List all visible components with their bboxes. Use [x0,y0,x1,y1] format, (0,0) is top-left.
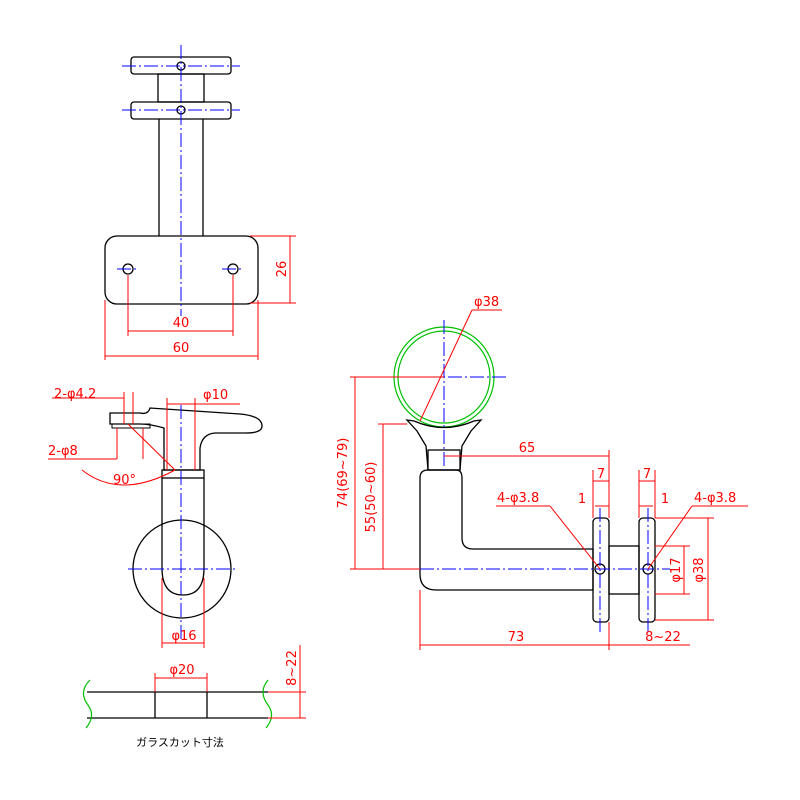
angle-arc [81,469,176,486]
dim-pin-dia: φ10 [203,388,228,403]
dim-base-width: 60 [173,341,190,356]
caption: ガラスカット寸法 [136,735,224,749]
dim-angle: 90° [113,473,136,488]
front-view: φ38 74(69~79) 55(50~60) 65 7 7 1 1 4-φ3.… [336,295,748,650]
dim-plate-thk-right: 7 [643,467,651,482]
dim-glass-thk: 8~22 [645,630,681,645]
boss [608,545,640,595]
post-collar [161,469,205,479]
dim-holes-right: 4-φ3.8 [694,491,736,506]
dim-small-holes: 2-φ4.2 [54,387,96,402]
dim-gap-right: 1 [661,492,669,507]
break-line-left [82,679,93,729]
front-arm [419,469,594,591]
dim-projection: 65 [519,441,536,456]
glass-cut-view: φ20 8~22 ガラスカット寸法 [82,645,306,749]
dim-height-center: 55(50~60) [364,462,379,533]
saddle [109,407,263,471]
dim-gap-left: 1 [578,492,586,507]
dim-rail-dia: φ38 [474,295,499,310]
dim-base-height: 26 [275,261,290,278]
dim-counterbore: 2-φ8 [48,444,78,459]
dim-height-total: 74(69~79) [336,438,351,509]
dim-boss-dia: φ17 [669,557,684,582]
dim-plate-thk-left: 7 [597,467,605,482]
dim-base-hole-spacing: 40 [173,316,190,331]
dim-cut-thk: 8~22 [285,650,300,686]
top-view: 40 60 26 [104,45,296,360]
post-base-curve [161,567,205,596]
flange-right [638,517,656,623]
side-view: 2-φ4.2 φ10 2-φ8 90° φ16 [48,387,263,648]
break-line-right [262,679,273,729]
dim-cut-dia: φ20 [169,663,194,678]
counterbore [111,423,151,429]
dim-reach: 73 [508,630,525,645]
dim-flange-dia: φ38 [692,557,707,582]
dim-holes-left: 4-φ3.8 [497,491,539,506]
dim-post-dia: φ16 [171,629,196,644]
